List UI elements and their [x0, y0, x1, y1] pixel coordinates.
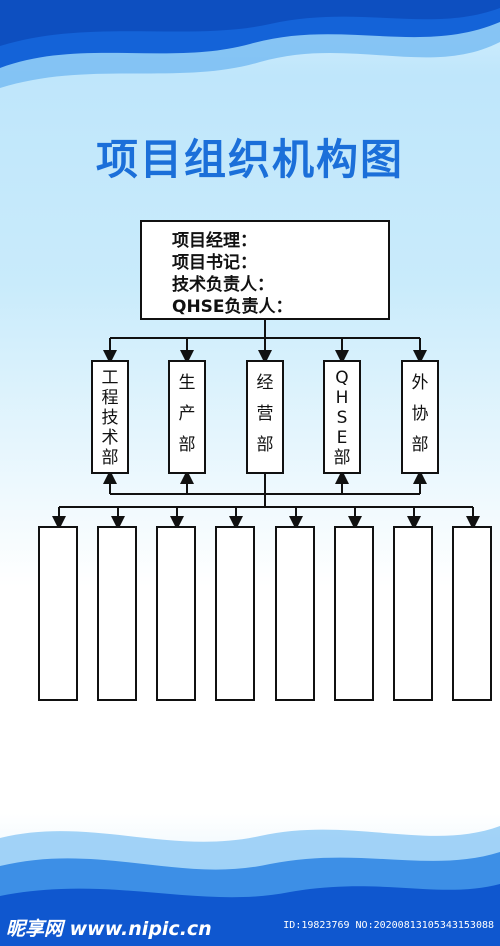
- watermark-id: ID:19823769 NO:20200813105343153088: [283, 920, 494, 931]
- dept-qhse: Q H S E 部: [323, 360, 361, 474]
- sub-unit-box: [156, 526, 196, 701]
- dept-char: 部: [411, 435, 429, 455]
- dept-char: 生: [178, 373, 196, 393]
- dept-char: Q: [335, 368, 349, 388]
- dept-char: 部: [333, 448, 351, 468]
- dept-char: 工: [101, 368, 119, 388]
- dept-production: 生 产 部: [168, 360, 206, 474]
- dept-char: 部: [101, 448, 119, 468]
- dept-char: 营: [256, 404, 274, 424]
- leadership-box: 项目经理： 项目书记： 技术负责人： QHSE负责人：: [140, 220, 390, 320]
- sub-unit-box: [334, 526, 374, 701]
- dept-business: 经 营 部: [246, 360, 284, 474]
- dept-char: 经: [256, 373, 274, 393]
- dept-char: 外: [411, 373, 429, 393]
- dept-char: 部: [256, 435, 274, 455]
- dept-engineering: 工 程 技 术 部: [91, 360, 129, 474]
- dept-char: H: [335, 388, 349, 408]
- sub-unit-box: [38, 526, 78, 701]
- sub-unit-box: [452, 526, 492, 701]
- dept-external: 外 协 部: [401, 360, 439, 474]
- sub-unit-box: [393, 526, 433, 701]
- sub-unit-box: [97, 526, 137, 701]
- sub-unit-box: [275, 526, 315, 701]
- chart-title: 项目组织机构图: [95, 135, 404, 184]
- dept-char: S: [336, 408, 348, 428]
- leadership-lines: 项目经理： 项目书记： 技术负责人： QHSE负责人：: [172, 230, 293, 318]
- dept-char: 协: [411, 404, 429, 424]
- watermark-site: 昵享网 www.nipic.cn: [6, 918, 212, 940]
- sub-unit-box: [215, 526, 255, 701]
- role-project-secretary: 项目书记：: [172, 253, 257, 273]
- dept-char: 程: [101, 388, 119, 408]
- role-qhse-lead: QHSE负责人：: [172, 297, 293, 317]
- role-technical-lead: 技术负责人：: [172, 275, 274, 295]
- dept-char: 术: [101, 428, 119, 448]
- dept-char: E: [336, 428, 348, 448]
- dept-char: 部: [178, 435, 196, 455]
- dept-char: 产: [178, 404, 196, 424]
- role-project-manager: 项目经理：: [172, 231, 257, 251]
- dept-char: 技: [101, 408, 119, 428]
